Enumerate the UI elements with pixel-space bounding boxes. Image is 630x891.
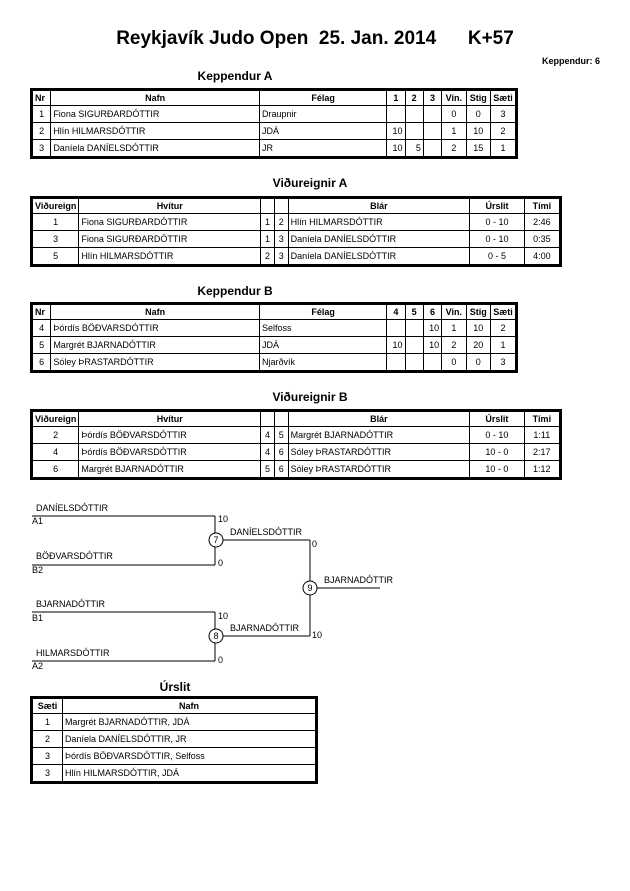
page-title: Reykjavík Judo Open 25. Jan. 2014 K+57	[116, 28, 514, 49]
bracket-m7-winner: DANÍELSDÓTTIR	[230, 527, 303, 537]
matches-b-header-row: Viðureign Hvítur Blár Úrslit Tími	[31, 411, 561, 427]
cell-points: 0	[465, 353, 491, 371]
cell-time: 1:12	[523, 460, 561, 478]
pool-b-heading: Keppendur B	[197, 284, 273, 298]
bracket-m9-winner: BJARNADÓTTIR	[324, 575, 394, 585]
cell-place: 3	[32, 764, 63, 782]
bracket-b1-score: 10	[218, 611, 229, 621]
bracket-a2-seed: A2	[32, 661, 44, 671]
cell-place: 1	[32, 713, 63, 731]
cell-white-nr: 5	[260, 460, 275, 478]
cell-nr: 3	[31, 139, 52, 157]
pool-a-heading: Keppendur A	[197, 69, 273, 83]
bracket-a1-score: 10	[218, 514, 229, 524]
cell-nr: 4	[31, 319, 52, 337]
cell-club: Njarðvík	[258, 353, 388, 371]
bracket-a2-name: HILMARSDÓTTIR	[36, 648, 110, 658]
match-9-number: 9	[307, 583, 313, 593]
cell-result: 10 - 0	[469, 460, 525, 478]
cell-points: 15	[465, 139, 491, 157]
cell-match-no: 5	[31, 247, 80, 265]
cell-place: 1	[489, 139, 517, 157]
bracket-b2-name: BÖÐVARSDÓTTIR	[36, 551, 113, 561]
cell-time: 4:00	[523, 247, 561, 265]
results-header-row: Sæti Nafn	[32, 698, 317, 714]
bracket-m8-winner: BJARNADÓTTIR	[230, 623, 300, 633]
bracket-b2-score: 0	[218, 558, 224, 568]
cell-time: 2:46	[523, 213, 561, 231]
cell-name: Þórdís BÖÐVARSDÓTTIR, Selfoss	[61, 747, 317, 765]
pool-b-header-row: Nr Nafn Félag 4 5 6 Vin. Stig Sæti	[31, 304, 517, 320]
cell-white-name: Hlín HILMARSDÓTTIR	[78, 247, 262, 265]
cell-nr: 6	[31, 353, 52, 371]
matches-a-heading: Viðureignir A	[272, 176, 348, 190]
cell-name: Hlín HILMARSDÓTTIR, JDÁ	[61, 764, 317, 782]
bracket-a2-score: 0	[218, 655, 224, 665]
col-nafn: Nafn	[61, 698, 317, 714]
cell-place: 2	[32, 730, 63, 748]
cell-name: Daníela DANÍELSDÓTTIR, JR	[61, 730, 317, 748]
bracket-m8-score: 10	[312, 630, 323, 640]
competitor-count: Keppendur: 6	[541, 56, 600, 66]
bracket-b1-name: BJARNADÓTTIR	[36, 599, 106, 609]
bracket-m7-score: 0	[312, 539, 318, 549]
matches-b-heading: Viðureignir B	[272, 390, 348, 404]
cell-white-name: Margrét BJARNADÓTTIR	[78, 460, 262, 478]
match-8-number: 8	[213, 631, 219, 641]
bracket-a1-name: DANÍELSDÓTTIR	[36, 503, 109, 513]
results-heading: Úrslit	[159, 680, 191, 694]
cell-name: Margrét BJARNADÓTTIR, JDÁ	[61, 713, 317, 731]
cell-wins: 2	[441, 139, 467, 157]
cell-name: Daníela DANÍELSDÓTTIR	[50, 139, 260, 157]
cell-blue-name: Daníela DANÍELSDÓTTIR	[287, 247, 471, 265]
cell-points: 10	[465, 319, 491, 337]
cell-place: 3	[489, 353, 517, 371]
bracket-a1-seed: A1	[32, 516, 44, 526]
col-place: Sæti	[32, 698, 63, 714]
cell-nr: 2	[31, 122, 52, 140]
match-7-number: 7	[213, 535, 219, 545]
cell-place: 3	[32, 747, 63, 765]
cell-match-no: 6	[31, 460, 80, 478]
bracket-b2-seed: B2	[32, 565, 44, 575]
bracket-b1-seed: B1	[32, 613, 44, 623]
